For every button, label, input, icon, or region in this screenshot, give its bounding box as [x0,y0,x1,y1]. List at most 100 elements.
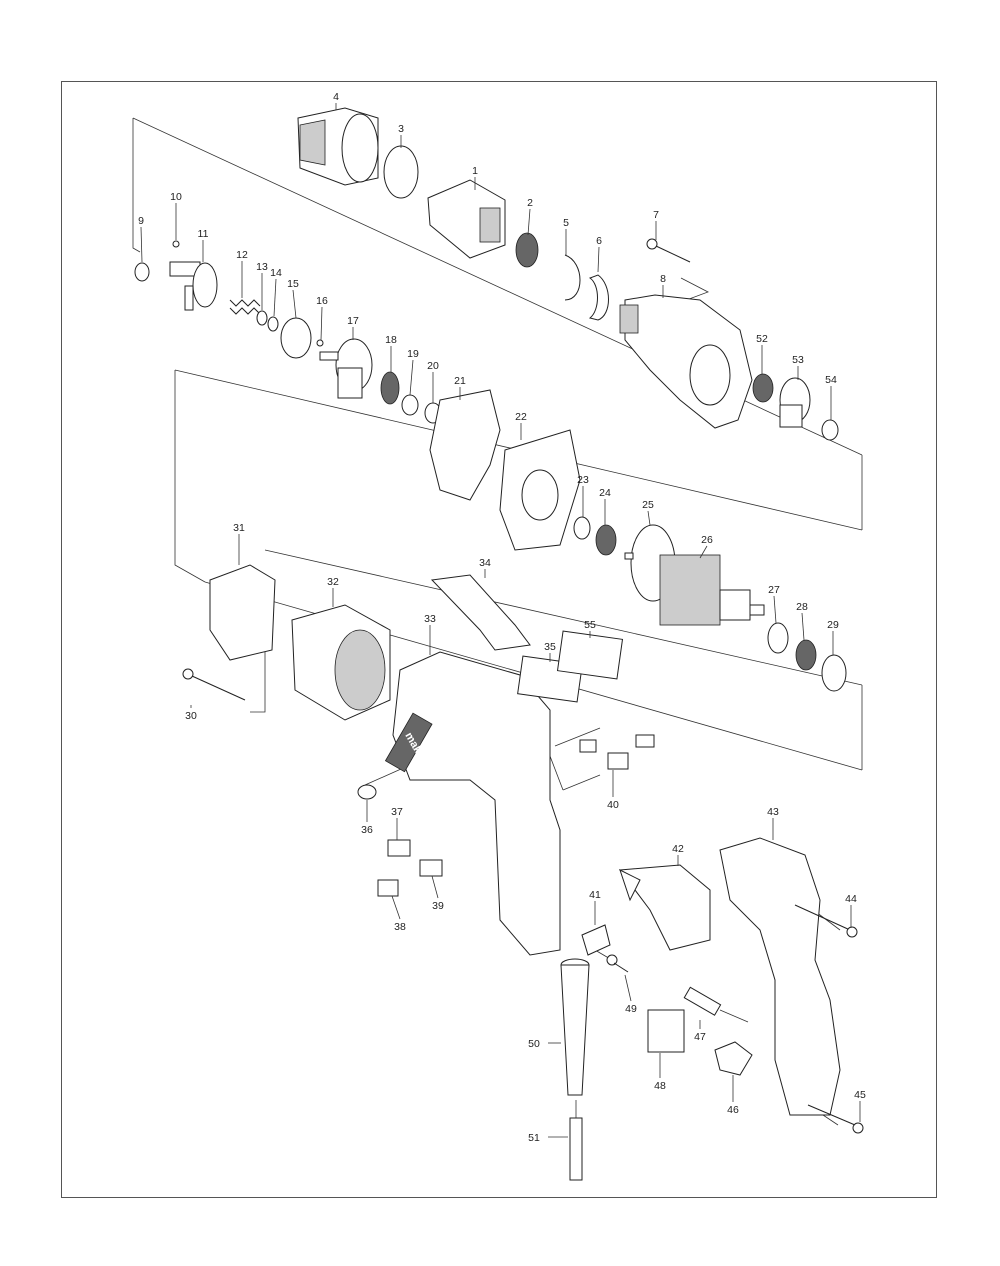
leader-line-25 [647,510,651,526]
part-label-13: 13 [256,261,268,273]
leader-line-6 [597,246,600,273]
part-label-10: 10 [170,191,182,203]
part-14-washer [267,316,279,332]
part-label-17: 17 [347,315,359,327]
part-label-15: 15 [287,278,299,290]
part-54-washer [821,419,839,441]
part-44-screw [794,904,858,938]
part-label-27: 27 [768,584,780,596]
part-label-44: 44 [845,893,857,905]
part-label-42: 42 [672,843,684,855]
part-48-capacitor [647,1009,685,1053]
part-42-switch [619,864,711,951]
part-4-gear-housing-cap [297,107,379,186]
part-9-cap [134,262,150,282]
part-label-40: 40 [607,799,619,811]
part-19-flat-washer [401,394,419,416]
part-label-20: 20 [427,360,439,372]
part-label-24: 24 [599,487,611,499]
part-label-34: 34 [479,557,491,569]
part-label-3: 3 [398,123,404,135]
leader-line-9 [140,226,143,263]
part-46-strain-relief [714,1041,753,1076]
part-18-thrust-bearing [380,371,400,405]
part-label-23: 23 [577,474,589,486]
part-label-5: 5 [563,217,569,229]
part-37-brush-holder [387,839,411,857]
part-8-gear-housing [619,294,753,429]
part-label-46: 46 [727,1104,739,1116]
part-45-screw [807,1104,864,1134]
part-23-ball-bearing [573,516,591,540]
part-41-strain-relief [581,924,611,956]
leader-line-28 [801,612,805,641]
part-32-field [291,604,391,721]
part-3-o-ring [383,145,419,199]
part-22-bearing-box [499,429,581,551]
part-26-armature [659,554,765,626]
leader-line-19 [409,359,414,396]
part-47-noise-suppressor [683,986,749,1023]
part-label-4: 4 [333,91,339,103]
part-label-39: 39 [432,900,444,912]
leader-line-16 [320,306,323,341]
part-label-2: 2 [527,197,533,209]
part-40-brush-parts [579,734,655,770]
part-27-ball-bearing [767,622,789,654]
part-label-52: 52 [756,333,768,345]
part-17-clutch-gear [319,338,373,399]
part-label-12: 12 [236,249,248,261]
part-label-22: 22 [515,411,527,423]
leader-line-15 [292,289,297,319]
part-36-name-plate [357,784,377,800]
part-label-26: 26 [701,534,713,546]
leader-line-49 [624,974,632,1002]
leader-line-27 [773,595,777,624]
part-38-brush-holder-cap [377,879,399,897]
part-label-43: 43 [767,806,779,818]
part-label-32: 32 [327,576,339,588]
part-28-insulation-washer [795,639,817,671]
part-53-gear [779,377,811,428]
part-label-54: 54 [825,374,837,386]
part-label-49: 49 [625,1003,637,1015]
part-label-1: 1 [472,165,478,177]
diagram-frame [61,81,937,1198]
leader-line-14 [273,278,277,317]
part-52-bearing [752,373,774,403]
part-1-spindle-sleeve [427,179,506,259]
part-label-53: 53 [792,354,804,366]
part-label-11: 11 [198,228,209,240]
part-label-21: 21 [454,375,466,387]
part-21-gasket [429,389,501,501]
part-label-16: 16 [316,295,328,307]
part-label-55: 55 [584,619,596,631]
part-label-48: 48 [654,1080,666,1092]
part-43-handle-cover [719,837,841,1116]
part-30-screw [182,668,246,701]
part-label-28: 28 [796,601,808,613]
part-label-33: 33 [424,613,436,625]
part-label-9: 9 [138,215,144,227]
part-29-rubber-ring [821,654,847,692]
part-label-31: 31 [233,522,245,534]
part-label-7: 7 [653,209,659,221]
part-50-cord-guard [560,958,590,1096]
part-label-14: 14 [270,267,282,279]
part-5-retaining-ring [564,254,581,301]
leader-line-26 [699,545,708,559]
part-15-clutch-cam [280,317,312,359]
part-31-baffle-plate [209,564,276,661]
part-label-51: 51 [528,1132,540,1144]
leader-lines [140,103,861,1138]
leader-line-2 [527,208,531,236]
part-label-8: 8 [660,273,666,285]
part-label-41: 41 [589,889,601,901]
part-label-47: 47 [694,1031,706,1043]
part-label-37: 37 [391,806,403,818]
part-55-label [556,630,624,680]
leader-line-38 [391,895,401,920]
part-label-18: 18 [385,334,397,346]
